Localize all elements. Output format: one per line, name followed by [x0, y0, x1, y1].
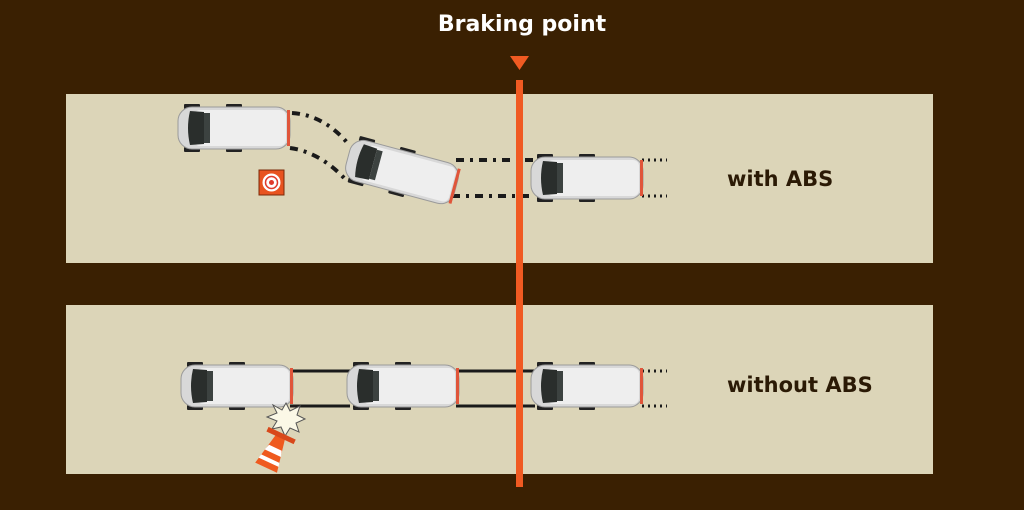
braking-point-label: Braking point	[437, 12, 607, 37]
braking-point-marker-icon	[510, 56, 529, 70]
car-icon	[530, 361, 644, 411]
obstacle-target-icon	[258, 169, 285, 196]
car-icon	[177, 103, 291, 153]
without-abs-label: without ABS	[727, 373, 873, 397]
car-icon	[530, 153, 644, 203]
knocked-cone-icon	[255, 426, 296, 473]
car-icon	[346, 361, 460, 411]
skid-marks-with-abs	[289, 111, 667, 198]
car-icon	[180, 361, 294, 411]
braking-point-line	[516, 80, 523, 487]
with-abs-label: with ABS	[727, 167, 834, 191]
